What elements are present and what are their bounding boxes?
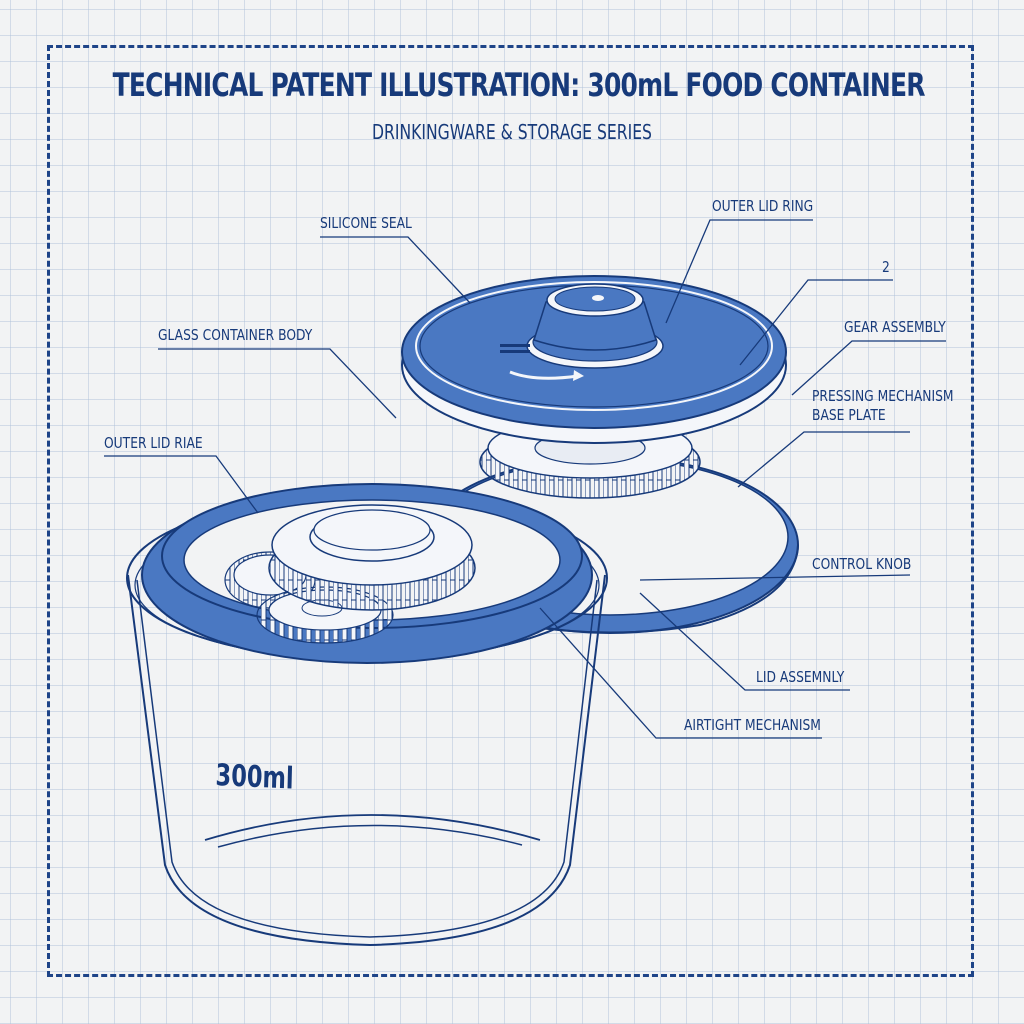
callout-pressing-mechanism-base-plate: PRESSING MECHANISM BASE PLATE [812,387,954,424]
callout-number-2: 2 [882,258,890,276]
page-title: TECHNICAL PATENT ILLUSTRATION: 300mL FOO… [112,66,926,104]
callout-gear-assembly: GEAR ASSEMBLY [844,318,946,336]
callout-silicone-seal: SILICONE SEAL [320,214,412,232]
rotate-arrow-icon [509,370,579,380]
volume-marking: 300ml [215,758,295,797]
callout-outer-lid-ring: OUTER LID RING [712,197,814,215]
callout-glass-container-body: GLASS CONTAINER BODY [158,326,313,344]
leader-lines [104,219,946,739]
callout-lid-assembly: LID ASSEMNLY [756,668,845,686]
callout-outer-lid-riae: OUTER LID RIAE [104,434,203,452]
callout-airtight-mechanism: AIRTIGHT MECHANISM [684,716,821,734]
container-lid-ring [141,483,593,664]
dashed-drawing-border [47,45,974,977]
top-lid [401,275,787,444]
callout-control-knob: CONTROL KNOB [812,555,912,573]
page-subtitle: DRINKINGWARE & STORAGE SERIES [372,120,652,144]
